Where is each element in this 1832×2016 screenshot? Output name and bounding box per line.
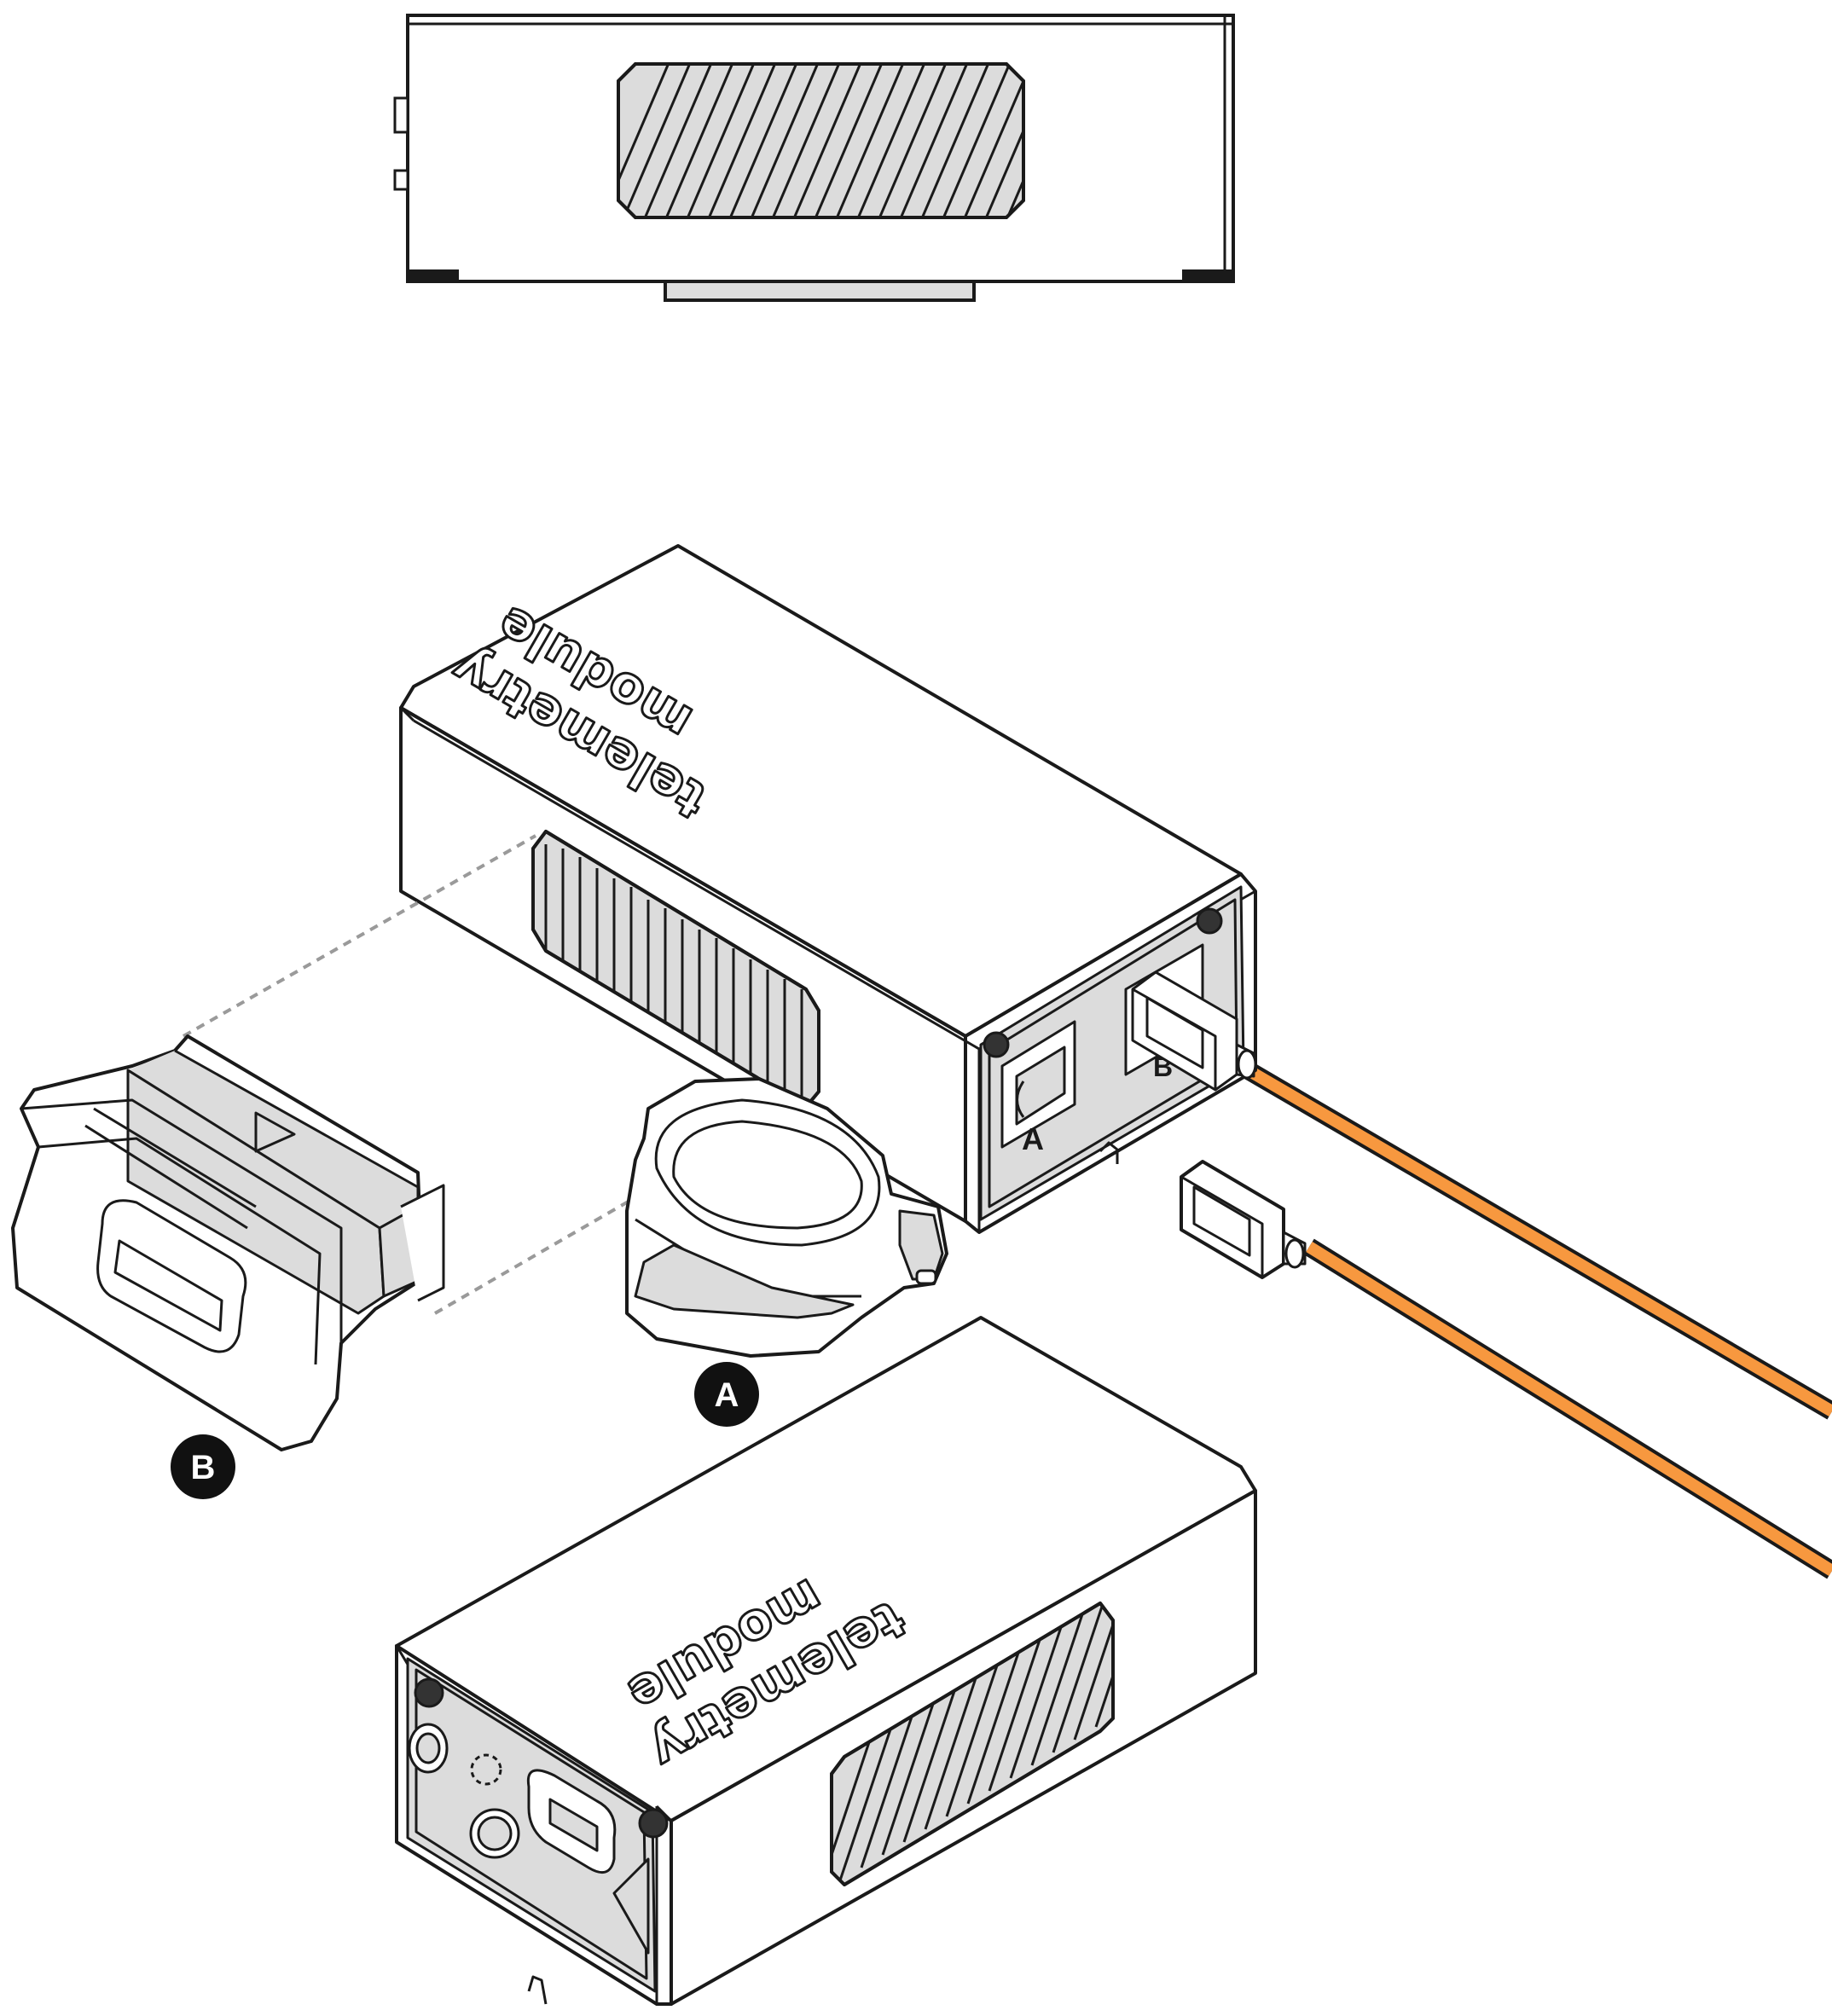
module-side-view	[393, 14, 1235, 302]
callout-b-label: B	[191, 1449, 216, 1486]
callout-b: B	[171, 1434, 235, 1499]
side-view-base-plate	[664, 280, 976, 302]
cables	[1236, 1057, 1832, 1579]
screw-hole-icon	[414, 1677, 444, 1708]
vent-grille-icon	[617, 62, 1025, 219]
screw-hole-icon	[638, 1808, 669, 1839]
callout-a-label: A	[715, 1376, 739, 1414]
vent-grille-icon	[830, 1602, 1115, 1886]
side-view-clip-lower	[393, 169, 409, 191]
module-iso-lower: telemetry module	[395, 1316, 1257, 2006]
screw-hole-icon	[1196, 907, 1223, 935]
port-a-icon	[1000, 1020, 1076, 1149]
part-a-adapter	[625, 1077, 948, 1358]
port-a-label: A	[1022, 1121, 1044, 1156]
vent-grille-icon	[531, 830, 820, 1109]
cable-plug-icon	[1131, 970, 1257, 1092]
side-view-clip-upper	[393, 96, 409, 134]
part-b-bracket	[11, 1034, 445, 1451]
screw-hole-icon	[983, 1031, 1010, 1058]
module-iso-upper: A B telemetry module	[399, 544, 1257, 1234]
cable-plug-loose	[1180, 1160, 1307, 1279]
side-view-foot-right	[1182, 269, 1235, 283]
triangle-arrow-icon	[612, 1857, 650, 1955]
callout-a: A	[694, 1362, 759, 1427]
triangle-arrow-icon	[254, 1111, 296, 1153]
side-view-foot-left	[406, 269, 459, 283]
